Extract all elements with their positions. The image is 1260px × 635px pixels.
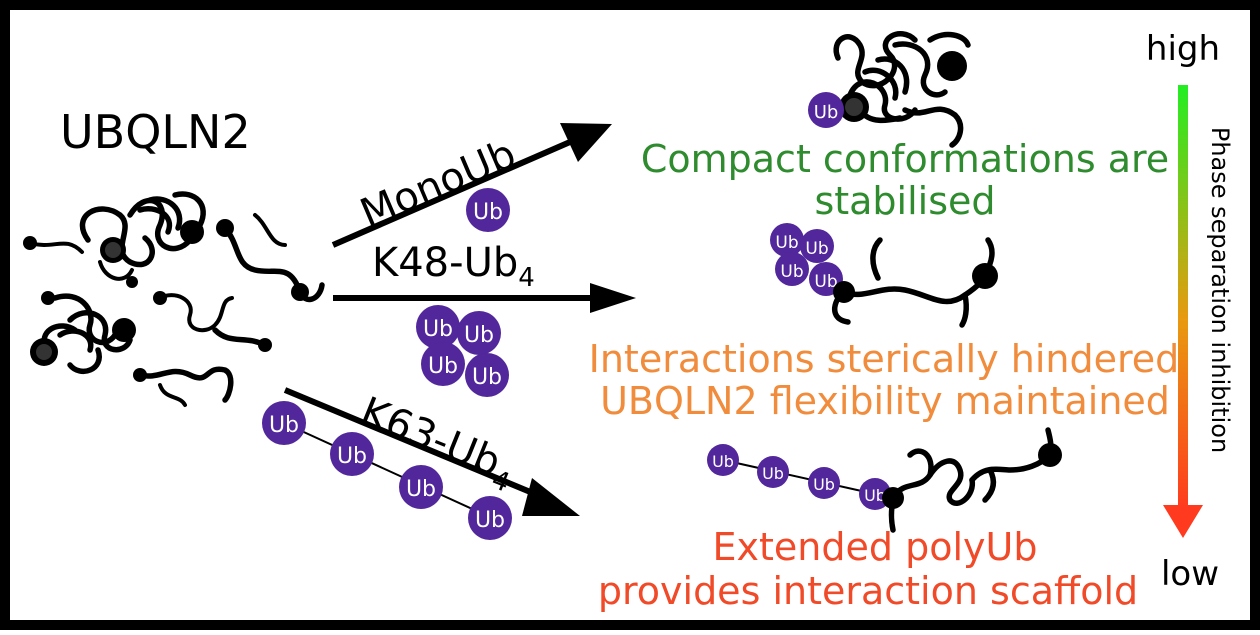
k63-linear-tetraub: Ub Ub Ub Ub: [262, 401, 512, 540]
flexible-ubqln2-icon: [831, 237, 998, 328]
scale-low-label: low: [1161, 554, 1219, 594]
k63-bound-chain: Ub Ub Ub Ub: [707, 444, 891, 510]
ubiquitin-bead-icon: Ub: [859, 478, 891, 510]
hindered-text-line2: UBQLN2 flexibility maintained: [600, 379, 1170, 423]
ubiquitin-bead-icon: Ub: [416, 305, 460, 349]
arrow-icon: [283, 387, 580, 516]
svg-text:Ub: Ub: [814, 272, 837, 292]
ubiquitin-bead-icon: Ub: [262, 401, 306, 445]
ubiquitin-bead-icon: Ub: [465, 353, 509, 397]
svg-text:Ub: Ub: [780, 262, 803, 282]
arrow-down-icon: [1163, 505, 1203, 538]
svg-text:Ub: Ub: [814, 102, 839, 123]
ubiquitin-bead-icon: Ub: [399, 465, 443, 509]
scale-high-label: high: [1146, 29, 1220, 69]
svg-text:Ub: Ub: [813, 475, 835, 494]
ubiquitin-bead-icon: Ub: [330, 432, 374, 476]
svg-text:Ub: Ub: [775, 233, 798, 253]
k48-tetraub-cluster: Ub Ub Ub Ub: [416, 305, 509, 397]
ubqln2-label: UBQLN2: [60, 105, 251, 159]
scaffold-ubqln2-icon: [882, 427, 1062, 533]
k48-bound-cluster: Ub Ub Ub Ub: [770, 223, 843, 296]
ubiquitin-bead-icon: Ub: [808, 467, 840, 499]
ubiquitin-bead-icon: Ub: [808, 92, 844, 128]
svg-text:Ub: Ub: [428, 354, 458, 379]
arrow-icon: [331, 123, 612, 248]
compact-ubqln2-icon: [833, 31, 971, 148]
ubiquitin-bead-icon: Ub: [707, 444, 739, 476]
svg-text:Ub: Ub: [475, 508, 505, 533]
svg-text:Ub: Ub: [472, 365, 502, 390]
ubqln2-ensemble-icon: [23, 191, 325, 407]
scale-axis-label: Phase separation inhibition: [1206, 127, 1234, 453]
svg-text:Ub: Ub: [864, 486, 886, 505]
compact-text-line2: stabilised: [814, 179, 995, 223]
gradient-bar: [1178, 85, 1188, 510]
k48-label: K48-Ub4: [372, 240, 535, 293]
arrow-icon: [333, 283, 636, 313]
ubiquitin-bead-icon: Ub: [757, 456, 789, 488]
svg-text:Ub: Ub: [712, 452, 734, 471]
ubiquitin-bead-icon: Ub: [775, 252, 809, 286]
compact-text-line1: Compact conformations are: [641, 137, 1169, 181]
svg-text:Ub: Ub: [406, 477, 436, 502]
svg-text:Ub: Ub: [762, 464, 784, 483]
ubiquitin-bead-icon: Ub: [466, 188, 510, 232]
scaffold-text-line1: Extended polyUb: [713, 525, 1038, 569]
scaffold-text-line2: provides interaction scaffold: [598, 569, 1138, 613]
svg-text:Ub: Ub: [805, 239, 828, 259]
svg-text:Ub: Ub: [423, 317, 453, 342]
hindered-text-line1: Interactions sterically hindered,: [589, 337, 1192, 381]
ubiquitin-bead-icon: Ub: [770, 223, 804, 257]
ubiquitin-bead-icon: Ub: [800, 229, 834, 263]
ubiquitin-bead-icon: Ub: [457, 311, 501, 355]
ubiquitin-bead-icon: Ub: [421, 342, 465, 386]
svg-text:Ub: Ub: [473, 200, 503, 225]
ubiquitin-bead-icon: Ub: [468, 496, 512, 540]
svg-text:Ub: Ub: [464, 323, 494, 348]
svg-text:Ub: Ub: [337, 444, 367, 469]
svg-text:Ub: Ub: [269, 413, 299, 438]
